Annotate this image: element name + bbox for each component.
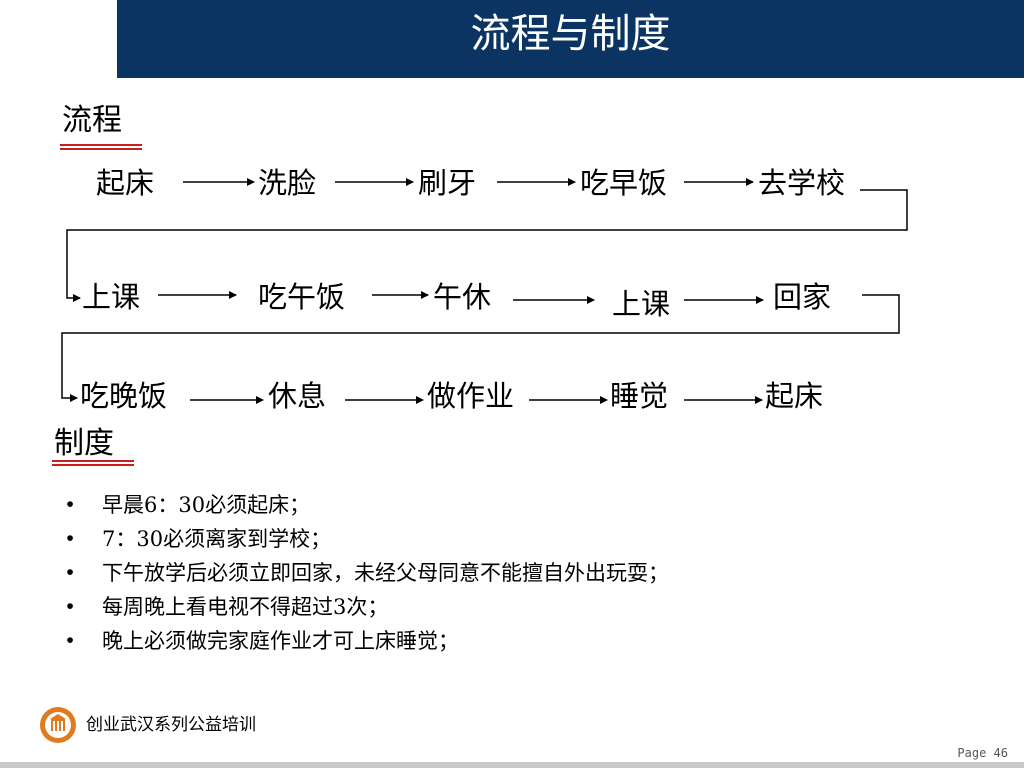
page-title: 流程与制度 bbox=[470, 11, 671, 57]
bullet-icon: • bbox=[66, 595, 74, 618]
connector-r1-r2 bbox=[66, 189, 908, 302]
flow-node: 起床 bbox=[765, 379, 824, 413]
rules-underline bbox=[52, 460, 134, 466]
page-number: Page 46 bbox=[957, 746, 1008, 760]
list-item: •晚上必须做完家庭作业才可上床睡觉； bbox=[60, 624, 960, 658]
bullet-icon: • bbox=[66, 629, 74, 652]
flow-node: 吃晚饭 bbox=[80, 379, 168, 413]
flow-node: 休息 bbox=[268, 379, 327, 413]
flow-node: 上课 bbox=[612, 287, 671, 321]
flow-node: 午休 bbox=[433, 280, 492, 314]
list-item: •早晨6：30必须起床； bbox=[60, 488, 960, 522]
process-underline bbox=[60, 144, 142, 150]
footer-org: 创业武汉系列公益培训 bbox=[86, 715, 256, 735]
seal-logo-icon bbox=[40, 707, 76, 743]
list-item: •下午放学后必须立即回家，未经父母同意不能擅自外出玩耍； bbox=[60, 556, 960, 590]
flow-node: 刷牙 bbox=[418, 166, 477, 200]
rules-label: 制度 bbox=[54, 426, 114, 461]
flow-node: 吃早饭 bbox=[580, 166, 668, 200]
flow-node: 睡觉 bbox=[610, 379, 669, 413]
bullet-icon: • bbox=[66, 561, 74, 584]
rules-list: •早晨6：30必须起床； •7：30必须离家到学校； •下午放学后必须立即回家，… bbox=[60, 488, 960, 658]
flow-node: 做作业 bbox=[427, 379, 515, 413]
flow-node: 起床 bbox=[96, 166, 155, 200]
flow-node: 去学校 bbox=[758, 166, 846, 200]
flow-node: 回家 bbox=[773, 280, 832, 314]
flow-node: 上课 bbox=[82, 280, 141, 314]
header-bar bbox=[117, 0, 1024, 78]
flow-node: 吃午饭 bbox=[258, 280, 346, 314]
footer-bar bbox=[0, 762, 1024, 768]
flow-node: 洗脸 bbox=[258, 166, 317, 200]
bullet-icon: • bbox=[66, 493, 74, 516]
list-item: •每周晚上看电视不得超过3次； bbox=[60, 590, 960, 624]
process-label: 流程 bbox=[62, 103, 122, 138]
connector-r2-r3 bbox=[61, 294, 900, 402]
bullet-icon: • bbox=[66, 527, 74, 550]
list-item: •7：30必须离家到学校； bbox=[60, 522, 960, 556]
